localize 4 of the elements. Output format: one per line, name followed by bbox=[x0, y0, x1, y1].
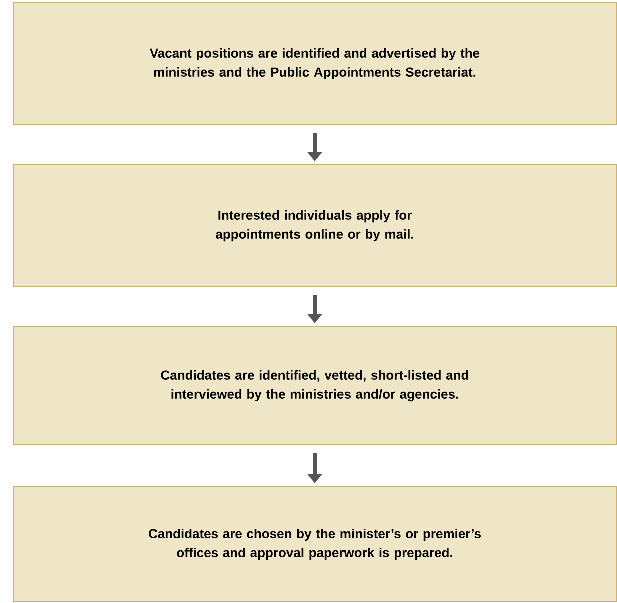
process-box: Vacant positions are identified and advertised by the ministries and the Public Appointments Secretariat. bbox=[13, 2, 617, 126]
process-box: Interested individuals apply for appointments online or by mail. bbox=[13, 164, 617, 288]
process-box: Candidates are chosen by the minister’s or premier’s offices and approval paperwork is prepared. bbox=[13, 486, 617, 602]
process-box: Candidates are identified, vetted, short-listed and interviewed by the ministries and/or agencies. bbox=[13, 326, 617, 446]
